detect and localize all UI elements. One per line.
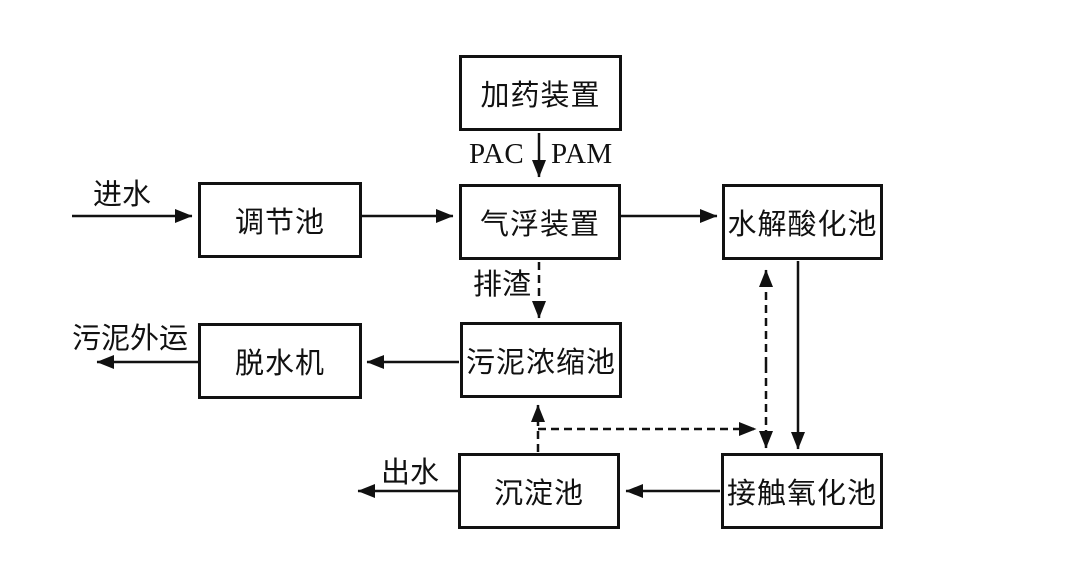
node-flotation-label: 气浮装置 — [479, 209, 600, 241]
node-oxidation-label: 接触氧化池 — [726, 478, 877, 510]
node-hydrolysis-acidification-tank: 水解酸化池 — [722, 184, 883, 260]
node-dosing-label: 加药装置 — [480, 80, 601, 112]
node-thickening-label: 污泥浓缩池 — [465, 347, 616, 379]
node-sedimentation-tank: 沉淀池 — [458, 453, 620, 529]
node-regulating-tank: 调节池 — [198, 182, 362, 258]
node-regulating-label: 调节池 — [234, 207, 325, 239]
pam-label: PAM — [551, 138, 613, 170]
node-dosing-device: 加药装置 — [459, 55, 622, 131]
node-air-flotation: 气浮装置 — [459, 184, 621, 260]
inlet-label: 进水 — [93, 179, 152, 211]
outlet-label: 出水 — [381, 457, 440, 489]
node-sludge-thickening-tank: 污泥浓缩池 — [460, 322, 622, 398]
node-contact-oxidation-tank: 接触氧化池 — [721, 453, 883, 529]
node-dewatering-label: 脱水机 — [234, 348, 325, 380]
sludge-out-label: 污泥外运 — [72, 323, 189, 355]
node-dewatering-machine: 脱水机 — [198, 323, 362, 399]
pac-label: PAC — [469, 138, 525, 170]
slag-label: 排渣 — [473, 269, 532, 301]
node-sedimentation-label: 沉淀池 — [493, 478, 584, 510]
node-hydrolysis-label: 水解酸化池 — [727, 209, 878, 241]
